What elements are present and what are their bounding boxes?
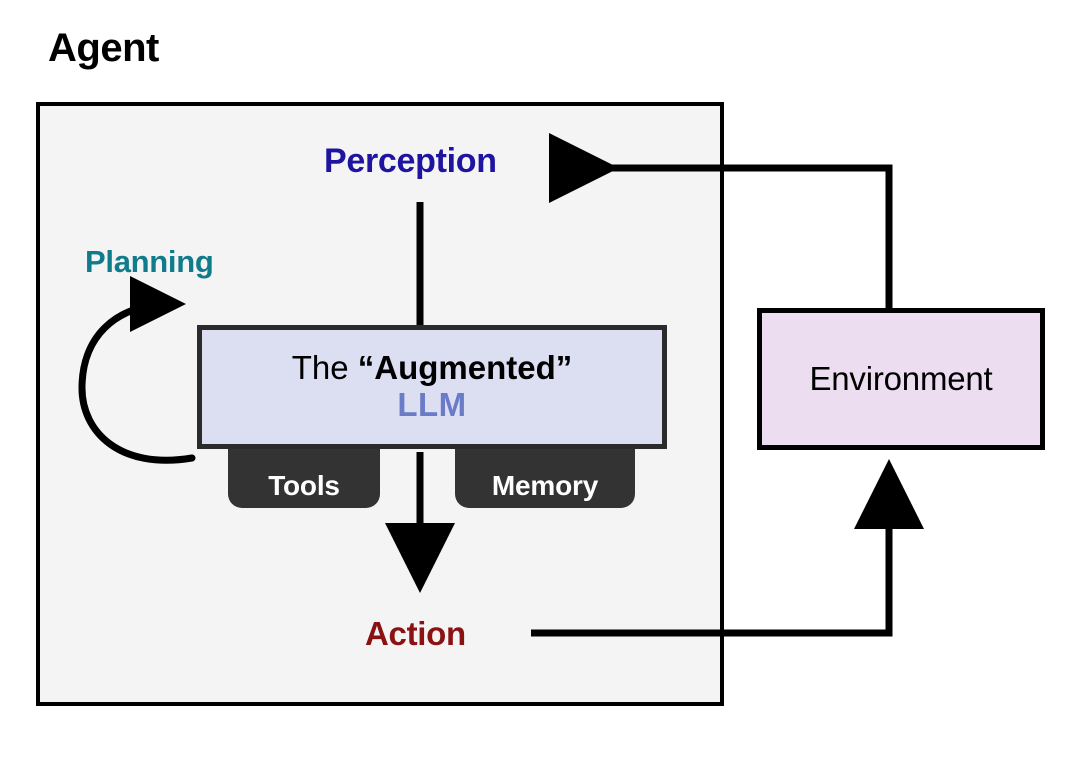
llm-acronym-label: LLM [397, 386, 467, 423]
tools-module-tab: Tools [228, 444, 380, 508]
planning-label: Planning [85, 244, 214, 279]
action-label: Action [365, 615, 466, 652]
augmented-llm-box: The “Augmented” LLM [197, 325, 667, 449]
tools-label: Tools [268, 470, 340, 501]
perception-label: Perception [324, 142, 497, 180]
memory-label: Memory [491, 470, 599, 501]
memory-module-tab: Memory [455, 444, 635, 508]
llm-title-emphasis: “Augmented” [357, 349, 573, 387]
environment-box: Environment [757, 308, 1045, 450]
llm-title-line: The “Augmented” [291, 349, 573, 387]
llm-title-prefix: The [291, 349, 358, 387]
environment-label: Environment [809, 360, 993, 397]
agent-title: Agent [48, 26, 159, 70]
